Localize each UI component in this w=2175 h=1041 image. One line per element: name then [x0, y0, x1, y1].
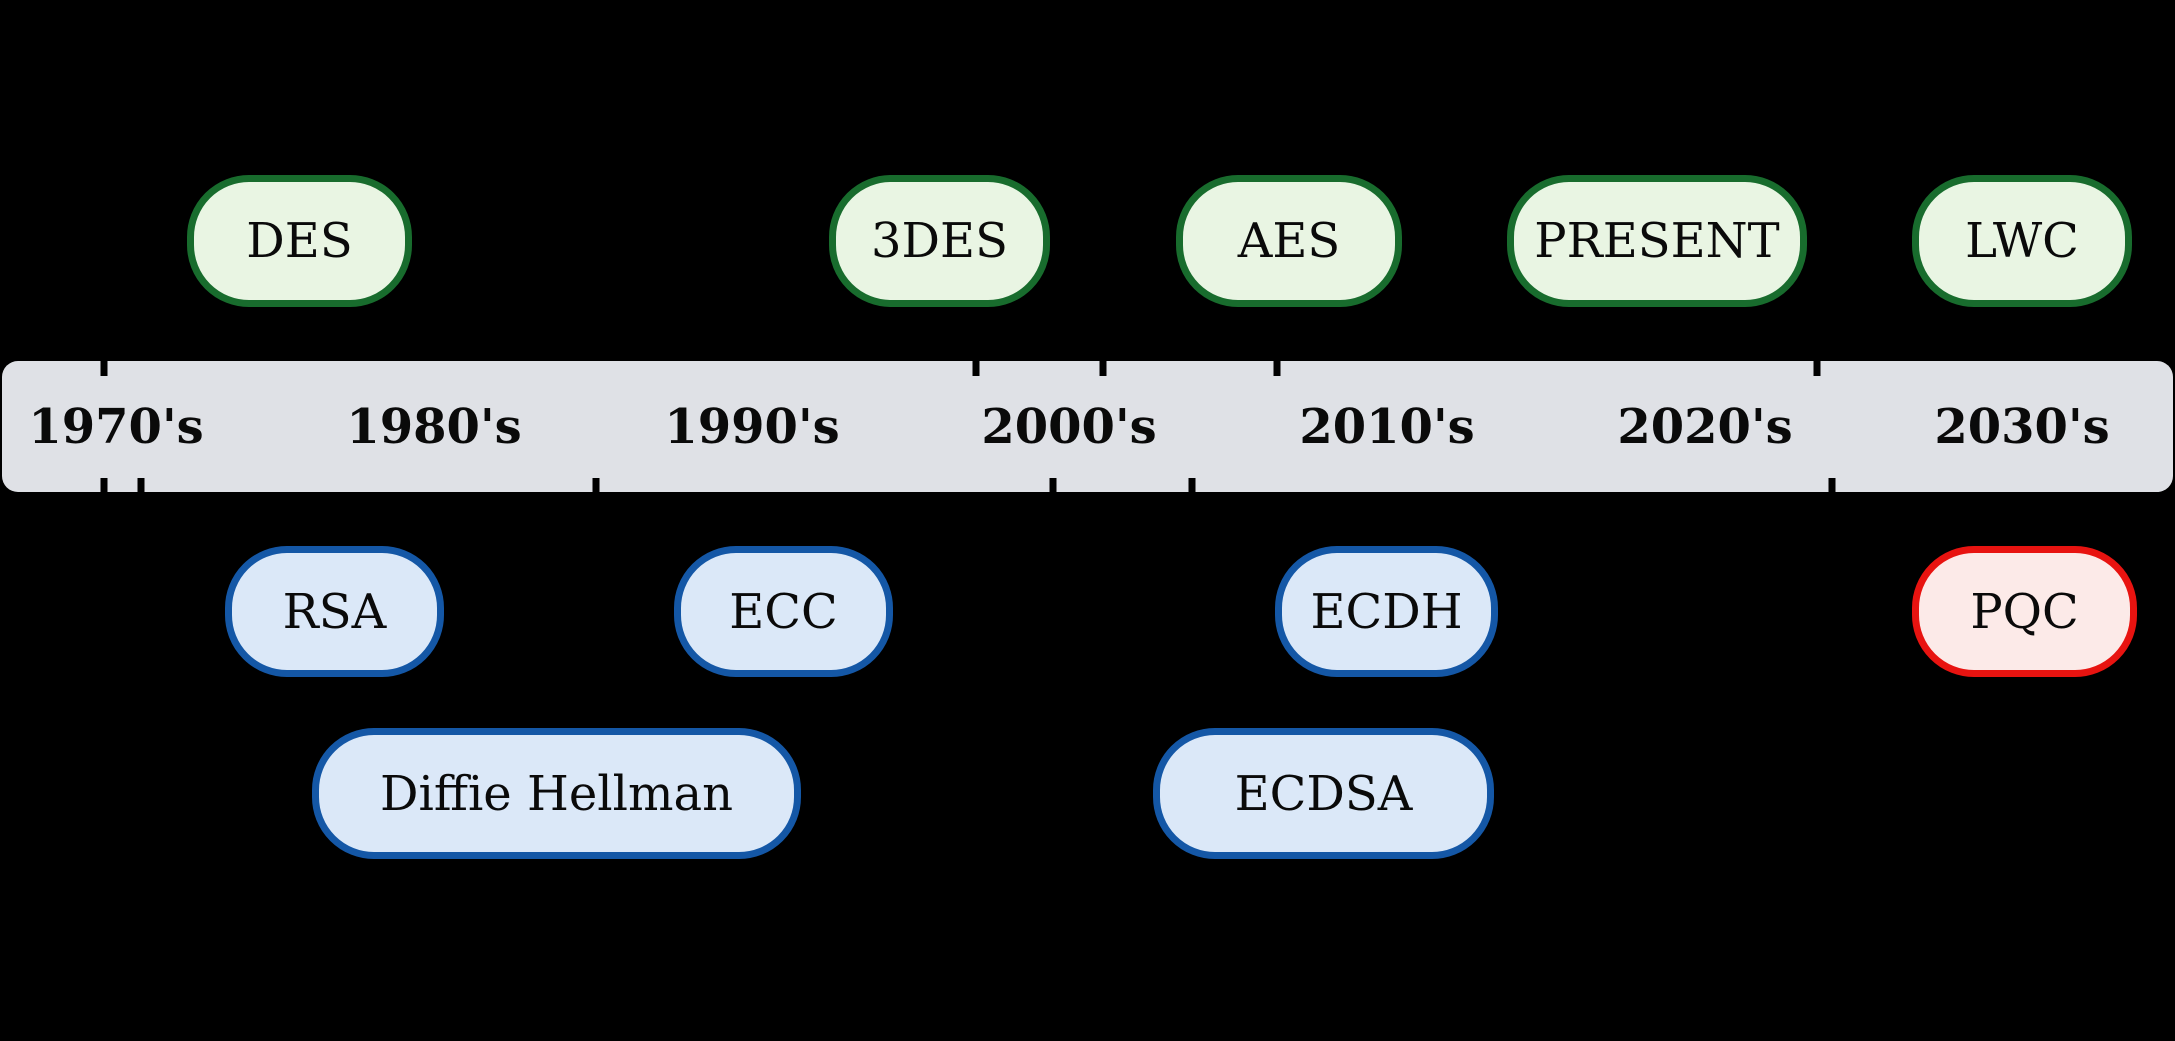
decade-label-1970s: 1970's: [28, 398, 204, 455]
timeline-tick: [592, 478, 600, 504]
node-3des: 3DES: [829, 175, 1050, 307]
decade-label-2030s: 2030's: [1934, 398, 2110, 455]
decade-label-2000s: 2000's: [981, 398, 1157, 455]
timeline-tick: [1813, 350, 1821, 376]
timeline-tick: [972, 350, 980, 376]
timeline-tick: [100, 478, 108, 504]
node-lwc: LWC: [1912, 175, 2132, 307]
decade-label-2010s: 2010's: [1299, 398, 1475, 455]
timeline-tick: [1099, 350, 1107, 376]
node-diffie-hellman: Diffie Hellman: [312, 728, 801, 859]
decade-label-1990s: 1990's: [664, 398, 840, 455]
decade-label-1980s: 1980's: [346, 398, 522, 455]
node-ecdh: ECDH: [1275, 546, 1498, 677]
timeline-tick: [100, 350, 108, 376]
node-ecdsa: ECDSA: [1153, 728, 1494, 859]
node-des: DES: [187, 175, 412, 307]
node-present: PRESENT: [1507, 175, 1807, 307]
timeline-tick: [1188, 478, 1196, 504]
node-aes: AES: [1176, 175, 1402, 307]
timeline-tick: [1273, 350, 1281, 376]
timeline-tick: [137, 478, 145, 504]
timeline-bar: [2, 361, 2173, 492]
node-rsa: RSA: [225, 546, 444, 677]
timeline-tick: [1049, 478, 1057, 504]
node-pqc: PQC: [1912, 546, 2137, 677]
node-ecc: ECC: [674, 546, 893, 677]
decade-label-2020s: 2020's: [1617, 398, 1793, 455]
timeline-tick: [1828, 478, 1836, 504]
